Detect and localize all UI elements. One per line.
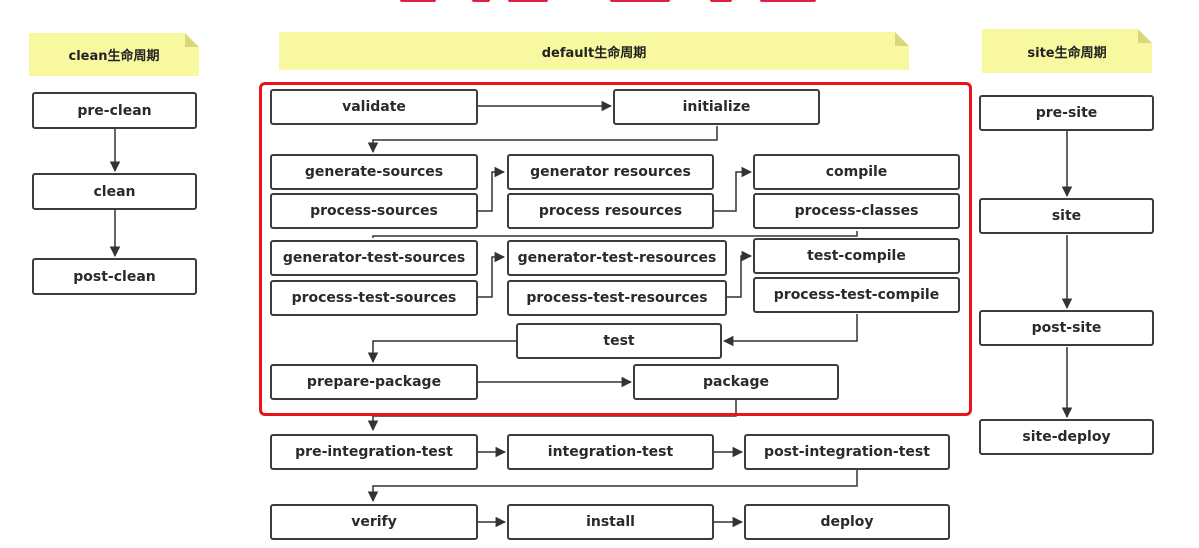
package-node: package: [633, 364, 839, 400]
prepare-package-node: prepare-package: [270, 364, 478, 400]
post-site-node: post-site: [979, 310, 1154, 346]
pre-integration-test-node: pre-integration-test: [270, 434, 478, 470]
test-node: test: [516, 323, 722, 359]
clean-lifecycle-header: clean生命周期: [29, 33, 199, 76]
generator-test-resources-node: generator-test-resources: [507, 240, 727, 276]
site-deploy-node: site-deploy: [979, 419, 1154, 455]
default-lifecycle-header: default生命周期: [279, 32, 909, 70]
verify-node: verify: [270, 504, 478, 540]
pre-site-node: pre-site: [979, 95, 1154, 131]
highlight-frame: [259, 82, 972, 416]
process-test-resources-node: process-test-resources: [507, 280, 727, 316]
process-test-sources-node: process-test-sources: [270, 280, 478, 316]
install-node: install: [507, 504, 714, 540]
generator-test-sources-node: generator-test-sources: [270, 240, 478, 276]
test-compile-node: test-compile: [753, 238, 960, 274]
post-integration-test-node: post-integration-test: [744, 434, 950, 470]
site-node: site: [979, 198, 1154, 234]
process-test-compile-node: process-test-compile: [753, 277, 960, 313]
process-sources-node: process-sources: [270, 193, 478, 229]
initialize-node: initialize: [613, 89, 820, 125]
generator-resources-node: generator resources: [507, 154, 714, 190]
cropped-title-fragment: [380, 0, 870, 6]
integration-test-node: integration-test: [507, 434, 714, 470]
deploy-node: deploy: [744, 504, 950, 540]
site-lifecycle-header: site生命周期: [982, 29, 1152, 73]
generate-sources-node: generate-sources: [270, 154, 478, 190]
process-classes-node: process-classes: [753, 193, 960, 229]
validate-node: validate: [270, 89, 478, 125]
pre-clean-node: pre-clean: [32, 92, 197, 129]
clean-node: clean: [32, 173, 197, 210]
compile-node: compile: [753, 154, 960, 190]
post-clean-node: post-clean: [32, 258, 197, 295]
process-resources-node: process resources: [507, 193, 714, 229]
